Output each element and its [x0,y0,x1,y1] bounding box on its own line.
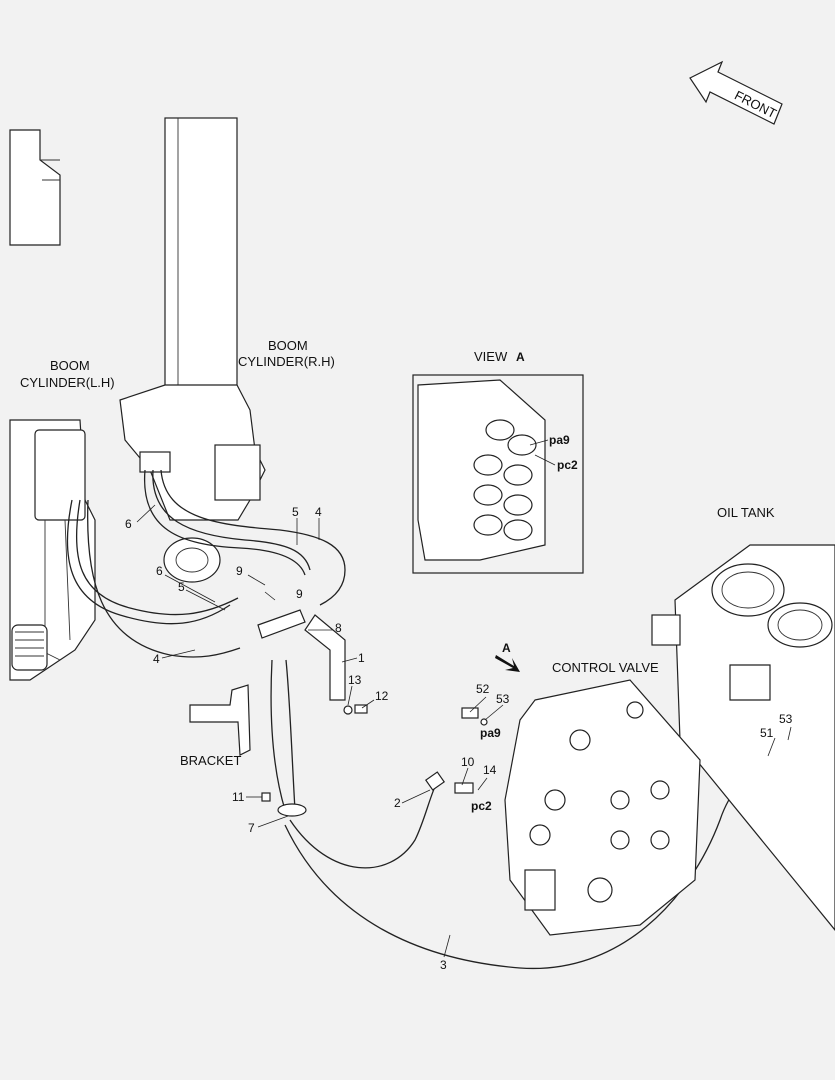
part-number-51: 51 [760,726,774,740]
part-number-9: 9 [296,587,303,601]
port-pa9-view: pa9 [549,433,570,447]
boom-left-line1: BOOM [50,358,90,373]
part-number-9: 9 [236,564,243,578]
part-number-4: 4 [153,652,160,666]
view-title: VIEW [474,349,508,364]
part-number-3: 3 [440,958,447,972]
view-letter: A [516,350,525,364]
port-pa9: pa9 [480,726,501,740]
part-number-7: 7 [248,821,255,835]
part-number-1: 1 [358,651,365,665]
oil-tank-label: OIL TANK [717,505,775,520]
view-direction-arrow [495,655,520,672]
oil-tank [651,544,835,931]
front-arrow: FRONT [689,60,783,125]
part-number-12: 12 [375,689,389,703]
boom-cylinder-right [119,117,266,583]
boom-right-line1: BOOM [268,338,308,353]
port-pc2-view: pc2 [557,458,578,472]
control-valve [504,679,701,936]
part-number-53: 53 [496,692,510,706]
leader-lines [136,504,792,958]
part-number-53: 53 [779,712,793,726]
part-number-8: 8 [335,621,342,635]
control-valve-label: CONTROL VALVE [552,660,659,675]
part-number-11: 11 [232,790,245,804]
part-number-14: 14 [483,763,497,777]
boom-cylinder-left [9,129,96,681]
boom-left-line2: CYLINDER(L.H) [20,375,115,390]
part-number-6: 6 [125,517,132,531]
part-number-13: 13 [348,673,362,687]
part-number-5: 5 [292,505,299,519]
part-number-6: 6 [156,564,163,578]
bracket-label: BRACKET [180,753,241,768]
part-number-5: 5 [178,580,185,594]
part-number-10: 10 [461,755,475,769]
part-number-4: 4 [315,505,322,519]
view-a-inset [412,374,584,574]
part-number-52: 52 [476,682,490,696]
view-marker-letter: A [502,641,511,655]
part-number-2: 2 [394,796,401,810]
hose-assemblies [66,469,769,970]
boom-right-line2: CYLINDER(R.H) [238,354,335,369]
port-pc2: pc2 [471,799,492,813]
